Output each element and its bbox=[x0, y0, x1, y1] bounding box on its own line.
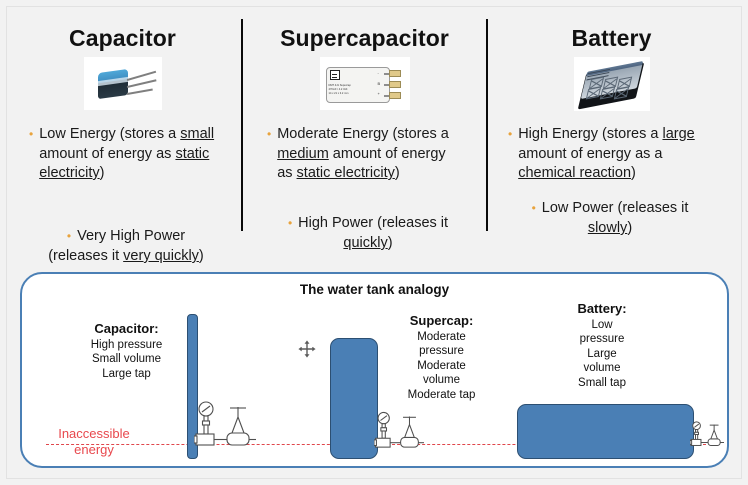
supercap-tank-label: Supercap: Moderate pressure Moderate vol… bbox=[384, 313, 499, 402]
battery-power-line1: •Low Power (releases it bbox=[531, 200, 689, 216]
bullet-dot-icon: • bbox=[531, 201, 536, 215]
supercapacitor-power-line1: •High Power (releases it bbox=[287, 215, 449, 231]
supercap-tank-name: Supercap: bbox=[409, 313, 474, 328]
supercapacitor-label-line2: 470mF / 4.2 Volt bbox=[328, 88, 348, 91]
supercapacitor-tab-icon bbox=[388, 81, 401, 88]
capacitor-power-line2: (releases it very quickly) bbox=[48, 248, 204, 264]
column-divider-left bbox=[241, 19, 243, 231]
battery-title: Battery bbox=[571, 25, 652, 51]
capacitor-tank-label: Capacitor: High pressure Small volume La… bbox=[64, 321, 189, 381]
capacitor-tank-shape bbox=[187, 314, 198, 459]
water-tank-analogy-title: The water tank analogy bbox=[299, 282, 450, 297]
battery-power-bullet: •Low Power (releases it slowly) bbox=[504, 199, 716, 238]
column-capacitor: Capacitor • Low Energy (stores a small a… bbox=[7, 7, 238, 265]
water-tank-analogy-panel: The water tank analogy Inaccessible ener… bbox=[20, 272, 729, 468]
capacitor-thumbnail bbox=[83, 57, 162, 110]
supercapacitor-terminal-plus: + bbox=[377, 91, 380, 96]
supercapacitor-terminal-b: B bbox=[377, 81, 381, 86]
battery-tank-attr: pressure bbox=[579, 333, 625, 345]
battery-thumbnail bbox=[573, 57, 650, 111]
inaccessible-line1: Inaccessible bbox=[58, 426, 130, 441]
capacitor-power-bullet: •Very High Power (releases it very quick… bbox=[15, 227, 237, 266]
battery-tank-label: Battery: Low pressure Large volume Small… bbox=[547, 301, 657, 390]
supercapacitor-power-line2: quickly) bbox=[343, 235, 393, 251]
capacitor-energy-text: Low Energy (stores a small amount of ene… bbox=[39, 126, 215, 181]
supercapacitor-tab-icon bbox=[388, 92, 401, 99]
supercap-tank-shape bbox=[330, 338, 378, 459]
supercapacitor-pin-icon bbox=[383, 84, 390, 86]
battery-tank-shape bbox=[517, 404, 694, 459]
capacitor-lead-icon bbox=[126, 88, 153, 95]
supercapacitor-pin-icon bbox=[383, 73, 390, 75]
column-supercapacitor: Supercapacitor DMT 4J1 Supercap 470mF / … bbox=[249, 7, 480, 265]
battery-tank-attr: volume bbox=[583, 362, 621, 374]
inaccessible-line2: energy bbox=[74, 442, 114, 457]
battery-power-line2: slowly) bbox=[587, 220, 633, 236]
move-cursor-icon bbox=[298, 340, 316, 358]
supercap-tank-attr: volume bbox=[422, 374, 461, 386]
capacitor-tank-name: Capacitor: bbox=[94, 321, 159, 336]
battery-tank-attr: Large bbox=[587, 347, 617, 360]
capacitor-tank-attr: High pressure bbox=[90, 338, 163, 351]
battery-energy-bullet: • High Energy (stores a large amount of … bbox=[508, 125, 713, 184]
supercapacitor-tab-icon bbox=[388, 70, 401, 77]
battery-tank-attr: Small tap bbox=[578, 376, 626, 389]
battery-energy-text: High Energy (stores a large amount of en… bbox=[518, 126, 695, 181]
supercapacitor-logo-icon bbox=[329, 70, 340, 80]
column-battery: Battery • High Energy (stores a large am… bbox=[494, 7, 729, 265]
battery-tank-attr: Low bbox=[591, 318, 613, 331]
capacitor-lead-icon bbox=[126, 79, 156, 88]
capacitor-power-line1: •Very High Power bbox=[66, 228, 186, 244]
supercapacitor-label-line1: DMT 4J1 Supercap bbox=[328, 84, 351, 87]
bullet-dot-icon: • bbox=[66, 229, 72, 243]
inaccessible-energy-label: Inaccessible energy bbox=[34, 426, 154, 458]
supercapacitor-energy-bullet: • Moderate Energy (stores a medium amoun… bbox=[267, 125, 457, 184]
battery-tank-name: Battery: bbox=[577, 301, 627, 316]
battery-tap-assembly-icon bbox=[690, 421, 724, 446]
supercap-tank-attr: Moderate tap bbox=[407, 388, 476, 401]
column-divider-right bbox=[486, 19, 488, 231]
capacitor-tap-assembly-icon bbox=[194, 401, 256, 446]
supercapacitor-power-bullet: •High Power (releases it quickly) bbox=[263, 214, 473, 253]
supercap-tap-assembly-icon bbox=[374, 411, 424, 448]
capacitor-tank-attr: Large tap bbox=[102, 367, 151, 380]
supercapacitor-energy-text: Moderate Energy (stores a medium amount … bbox=[277, 126, 449, 181]
supercapacitor-thumbnail: DMT 4J1 Supercap 470mF / 4.2 Volt 14 x 2… bbox=[319, 57, 410, 110]
bullet-dot-icon: • bbox=[508, 127, 513, 141]
bullet-dot-icon: • bbox=[287, 216, 293, 230]
bullet-dot-icon: • bbox=[29, 127, 34, 141]
supercap-tank-attr: Moderate bbox=[417, 330, 466, 343]
supercap-tank-attr: pressure bbox=[419, 345, 464, 357]
slide-content-area: Capacitor • Low Energy (stores a small a… bbox=[6, 6, 742, 479]
supercapacitor-terminal-minus: - bbox=[377, 70, 379, 75]
capacitor-tank-attr: Small volume bbox=[91, 353, 162, 365]
supercapacitor-label-line3: 14 x 21 x 3.2 mm bbox=[328, 92, 349, 95]
supercap-tank-attr: Moderate bbox=[417, 359, 466, 372]
capacitor-title: Capacitor bbox=[69, 25, 176, 51]
bullet-dot-icon: • bbox=[267, 127, 272, 141]
supercapacitor-title: Supercapacitor bbox=[280, 25, 449, 51]
capacitor-lead-icon bbox=[126, 70, 156, 81]
supercapacitor-pin-icon bbox=[383, 95, 390, 97]
capacitor-energy-bullet: • Low Energy (stores a small amount of e… bbox=[29, 125, 229, 184]
